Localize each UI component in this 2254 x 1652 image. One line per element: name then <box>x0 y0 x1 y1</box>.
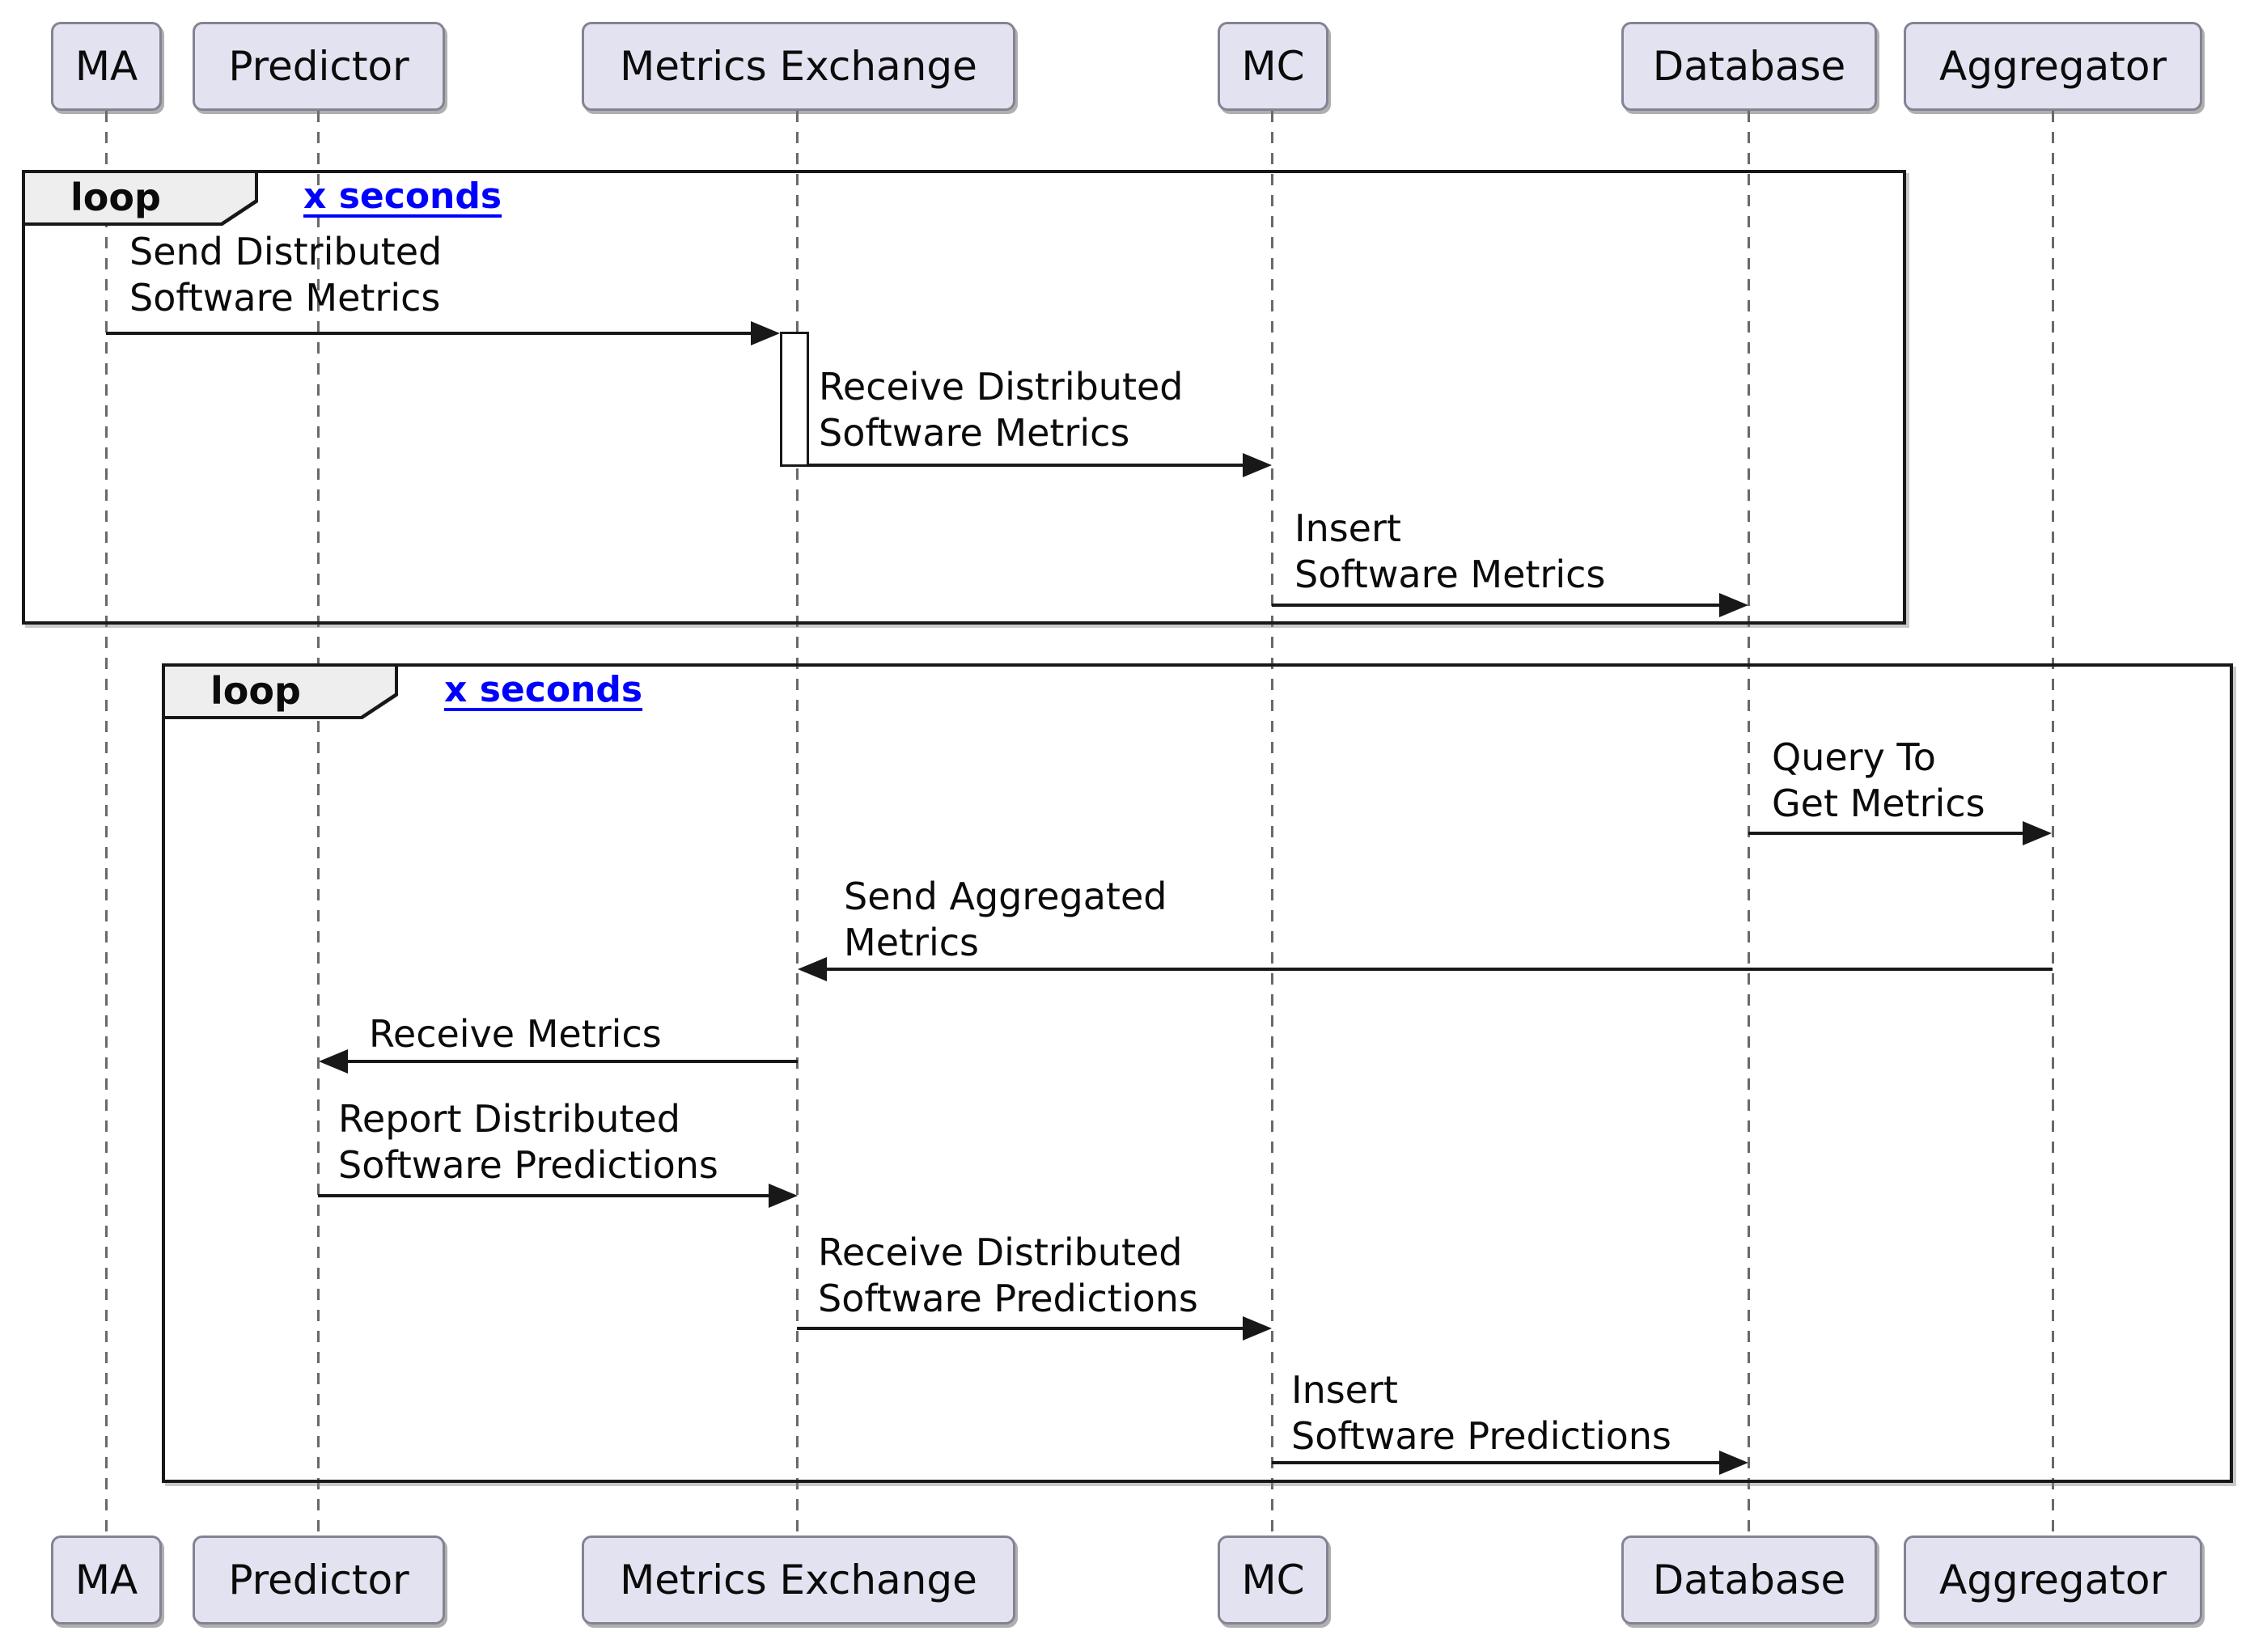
message-label: Send Distributed Software Metrics <box>129 229 442 321</box>
message-line: Get Metrics <box>1772 782 1985 825</box>
loop-frame-2-tab-fill: loop <box>165 667 395 716</box>
message-line: Software Metrics <box>819 411 1130 455</box>
loop-operator: loop <box>210 669 301 713</box>
loop-frame-2-tab: loop <box>162 663 398 719</box>
message-arrow <box>809 464 1244 467</box>
message-line: Receive Distributed <box>819 365 1184 409</box>
message-label: Query To Get Metrics <box>1772 735 1985 827</box>
message-line: Metrics <box>844 921 979 964</box>
message-line: Send Aggregated <box>844 875 1167 918</box>
message-arrow <box>348 1060 798 1063</box>
participant-database-bottom: Database <box>1621 1536 1877 1624</box>
loop-frame-1-tab: loop <box>22 170 258 226</box>
lifeline-ma <box>105 111 108 1536</box>
participant-aggregator-top: Aggregator <box>1904 22 2202 111</box>
message-label: Receive Distributed Software Predictions <box>818 1230 1198 1322</box>
participant-mc-top: MC <box>1218 22 1328 111</box>
message-line: Receive Distributed <box>818 1231 1183 1274</box>
lifeline-database <box>1748 111 1750 1536</box>
message-line: Report Distributed <box>338 1097 680 1141</box>
participant-label: Database <box>1652 1557 1846 1603</box>
loop-condition-link[interactable]: x seconds <box>444 669 643 710</box>
message-line: Query To <box>1772 735 1936 779</box>
participant-mc-bottom: MC <box>1218 1536 1328 1624</box>
message-arrow <box>827 968 2053 971</box>
participant-label: MA <box>74 43 138 90</box>
arrow-head <box>2023 821 2052 845</box>
participant-metrics-exchange-bottom: Metrics Exchange <box>582 1536 1015 1624</box>
participant-label: Metrics Exchange <box>620 43 977 90</box>
participant-predictor-bottom: Predictor <box>193 1536 445 1624</box>
message-arrow <box>318 1194 769 1197</box>
loop-operator: loop <box>70 176 161 219</box>
loop-condition-link[interactable]: x seconds <box>303 176 502 217</box>
participant-label: Database <box>1652 43 1846 90</box>
message-line: Software Predictions <box>338 1143 718 1187</box>
arrow-head <box>1243 1316 1272 1341</box>
lifeline-mc <box>1271 111 1273 1536</box>
arrow-head <box>1719 1451 1748 1475</box>
message-line: Software Metrics <box>1294 553 1606 596</box>
participant-aggregator-bottom: Aggregator <box>1904 1536 2202 1624</box>
participant-ma-bottom: MA <box>51 1536 162 1624</box>
participant-label: Predictor <box>228 1557 409 1603</box>
message-arrow <box>1272 604 1720 607</box>
message-label: Receive Distributed Software Metrics <box>819 364 1184 456</box>
message-line: Software Metrics <box>129 276 441 320</box>
participant-label: MC <box>1241 1557 1305 1603</box>
participant-label: Aggregator <box>1938 1557 2167 1603</box>
arrow-head <box>319 1049 348 1074</box>
message-line: Receive Metrics <box>369 1012 662 1056</box>
message-arrow <box>1272 1461 1720 1464</box>
message-label: Report Distributed Software Predictions <box>338 1096 718 1188</box>
loop-frame-1 <box>22 170 1906 625</box>
activation-bar-metrics-exchange <box>780 332 809 467</box>
participant-label: Aggregator <box>1938 43 2167 90</box>
message-line: Insert <box>1291 1368 1398 1412</box>
message-line: Insert <box>1294 506 1401 550</box>
lifeline-aggregator <box>2052 111 2054 1536</box>
arrow-head <box>1243 453 1272 477</box>
loop-frame-1-tab-fill: loop <box>25 173 255 222</box>
arrow-head <box>751 321 780 345</box>
message-label: Insert Software Metrics <box>1294 506 1605 598</box>
arrow-head <box>1719 593 1748 617</box>
participant-database-top: Database <box>1621 22 1877 111</box>
participant-label: Predictor <box>228 43 409 90</box>
participant-label: MA <box>74 1557 138 1603</box>
participant-label: Metrics Exchange <box>620 1557 977 1603</box>
lifeline-predictor <box>317 111 320 1536</box>
participant-label: MC <box>1241 43 1305 90</box>
participant-predictor-top: Predictor <box>193 22 445 111</box>
arrow-head <box>769 1184 798 1208</box>
message-arrow <box>1748 832 2023 835</box>
lifeline-metrics-exchange <box>796 111 799 1536</box>
arrow-head <box>798 957 827 981</box>
message-label: Send Aggregated Metrics <box>844 874 1167 966</box>
message-label: Receive Metrics <box>369 1011 662 1057</box>
message-label: Insert Software Predictions <box>1291 1367 1671 1459</box>
message-line: Software Predictions <box>818 1277 1198 1320</box>
participant-metrics-exchange-top: Metrics Exchange <box>582 22 1015 111</box>
message-arrow <box>106 332 752 335</box>
participant-ma-top: MA <box>51 22 162 111</box>
message-arrow <box>797 1327 1244 1330</box>
loop-frame-2 <box>162 663 2233 1483</box>
message-line: Send Distributed <box>129 230 443 273</box>
message-line: Software Predictions <box>1291 1414 1671 1458</box>
